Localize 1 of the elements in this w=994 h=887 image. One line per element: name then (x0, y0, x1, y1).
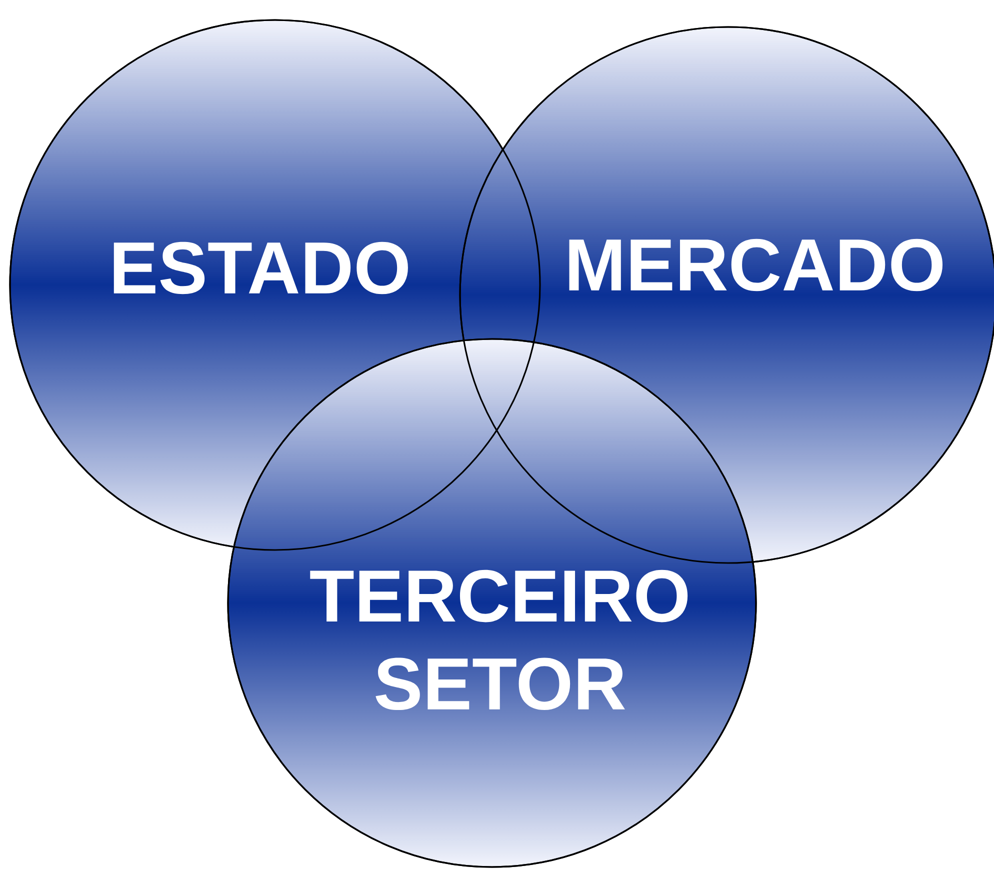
node-label: MERCADO (569, 238, 943, 292)
